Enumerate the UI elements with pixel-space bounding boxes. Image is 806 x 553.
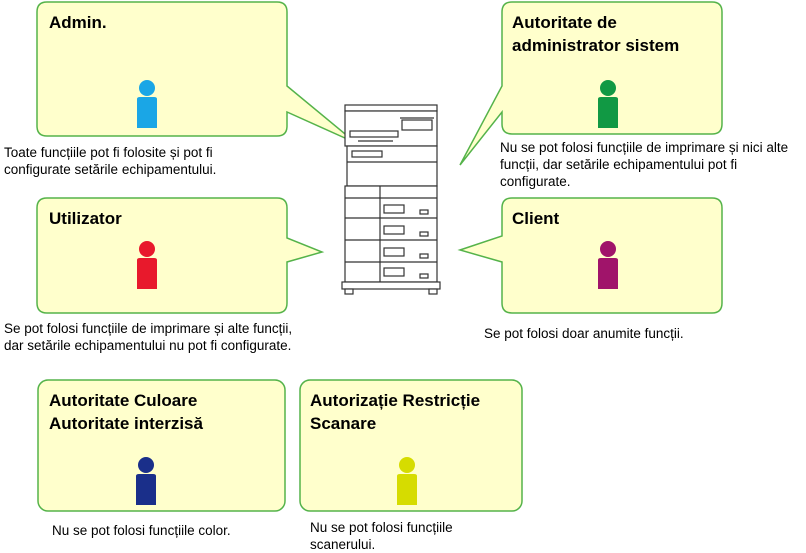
guest-title: Client bbox=[512, 209, 560, 228]
user-person-icon bbox=[137, 241, 157, 289]
user-description: Se pot folosi funcțiile de imprimare și … bbox=[4, 321, 293, 353]
color-restricted-box bbox=[37, 379, 286, 512]
color-restricted-title-line2: Autoritate interzisă bbox=[49, 414, 203, 433]
scan-restricted-description: Nu se pot folosi funcțiile scanerului. bbox=[310, 520, 453, 552]
color-restricted-title-line1: Autoritate Culoare bbox=[49, 391, 198, 410]
guest-bubble bbox=[457, 197, 723, 314]
color-restricted-person-icon bbox=[136, 457, 156, 505]
admin-title: Admin. bbox=[49, 13, 107, 32]
multifunction-printer-icon bbox=[341, 104, 441, 295]
admin-description: Toate funcțiile pot fi folosite și pot f… bbox=[4, 145, 217, 177]
system-admin-bubble bbox=[459, 1, 723, 166]
user-bubble bbox=[36, 197, 325, 314]
system-admin-title-line1: Autoritate de bbox=[512, 13, 617, 32]
guest-person-icon bbox=[598, 241, 618, 289]
scan-restricted-box bbox=[299, 379, 523, 512]
admin-bubble bbox=[36, 1, 357, 144]
system-admin-title-line2: administrator sistem bbox=[512, 36, 680, 55]
scan-restricted-title-line1: Autorizație Restricție bbox=[310, 391, 481, 410]
guest-description: Se pot folosi doar anumite funcții. bbox=[484, 326, 684, 341]
user-title: Utilizator bbox=[49, 209, 122, 228]
system-admin-description: Nu se pot folosi funcțiile de imprimare … bbox=[500, 140, 789, 189]
color-restricted-description: Nu se pot folosi funcțiile color. bbox=[52, 523, 231, 538]
admin-person-icon bbox=[137, 80, 157, 128]
scan-restricted-title-line2: Scanare bbox=[310, 414, 377, 433]
scan-restricted-person-icon bbox=[397, 457, 417, 505]
system-admin-person-icon bbox=[598, 80, 618, 128]
